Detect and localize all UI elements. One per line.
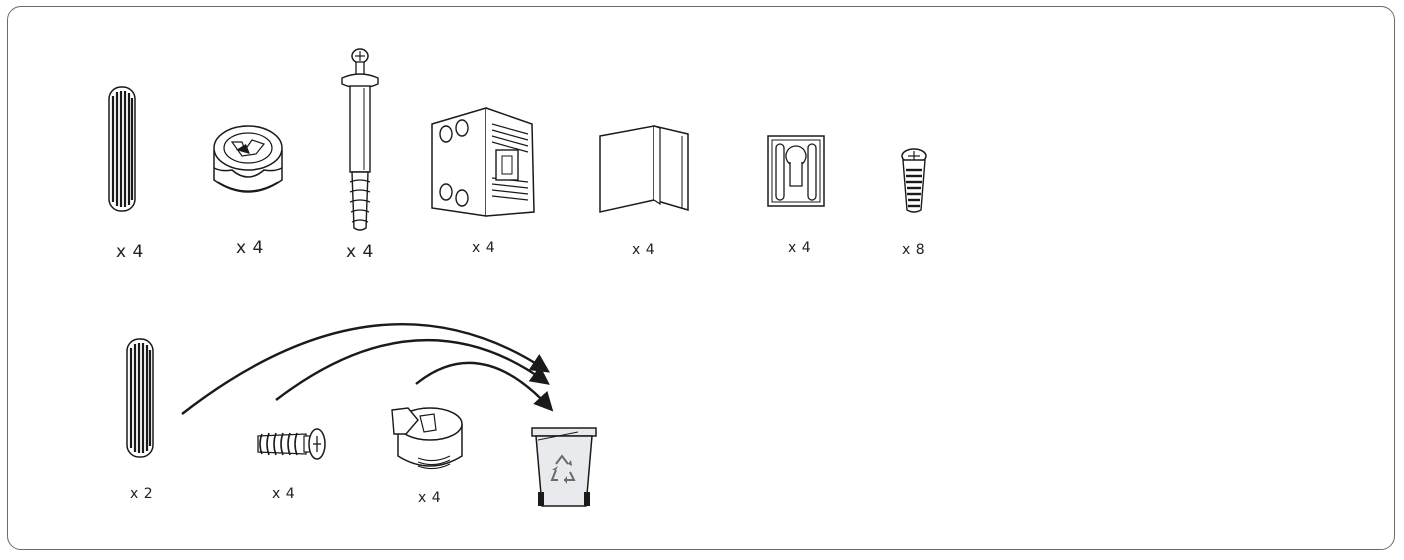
- arrow-camlock-to-bin: [416, 363, 550, 408]
- arrow-screw-to-bin: [276, 340, 546, 400]
- arrow-dowel-to-bin: [182, 324, 546, 414]
